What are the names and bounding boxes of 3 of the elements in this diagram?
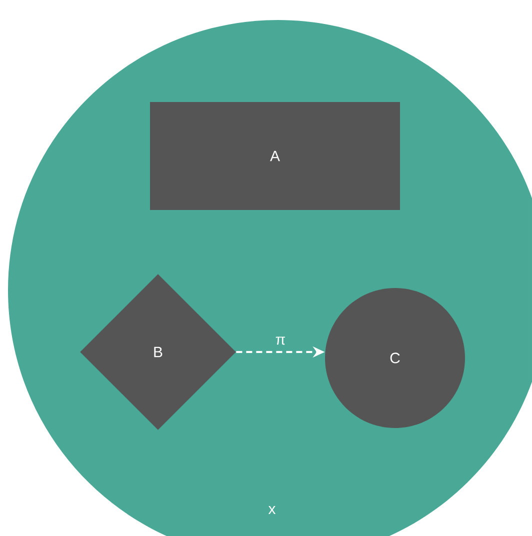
node-label: x — [268, 506, 276, 514]
rectangle-box: A — [150, 102, 400, 210]
edge-label: π — [274, 336, 287, 346]
